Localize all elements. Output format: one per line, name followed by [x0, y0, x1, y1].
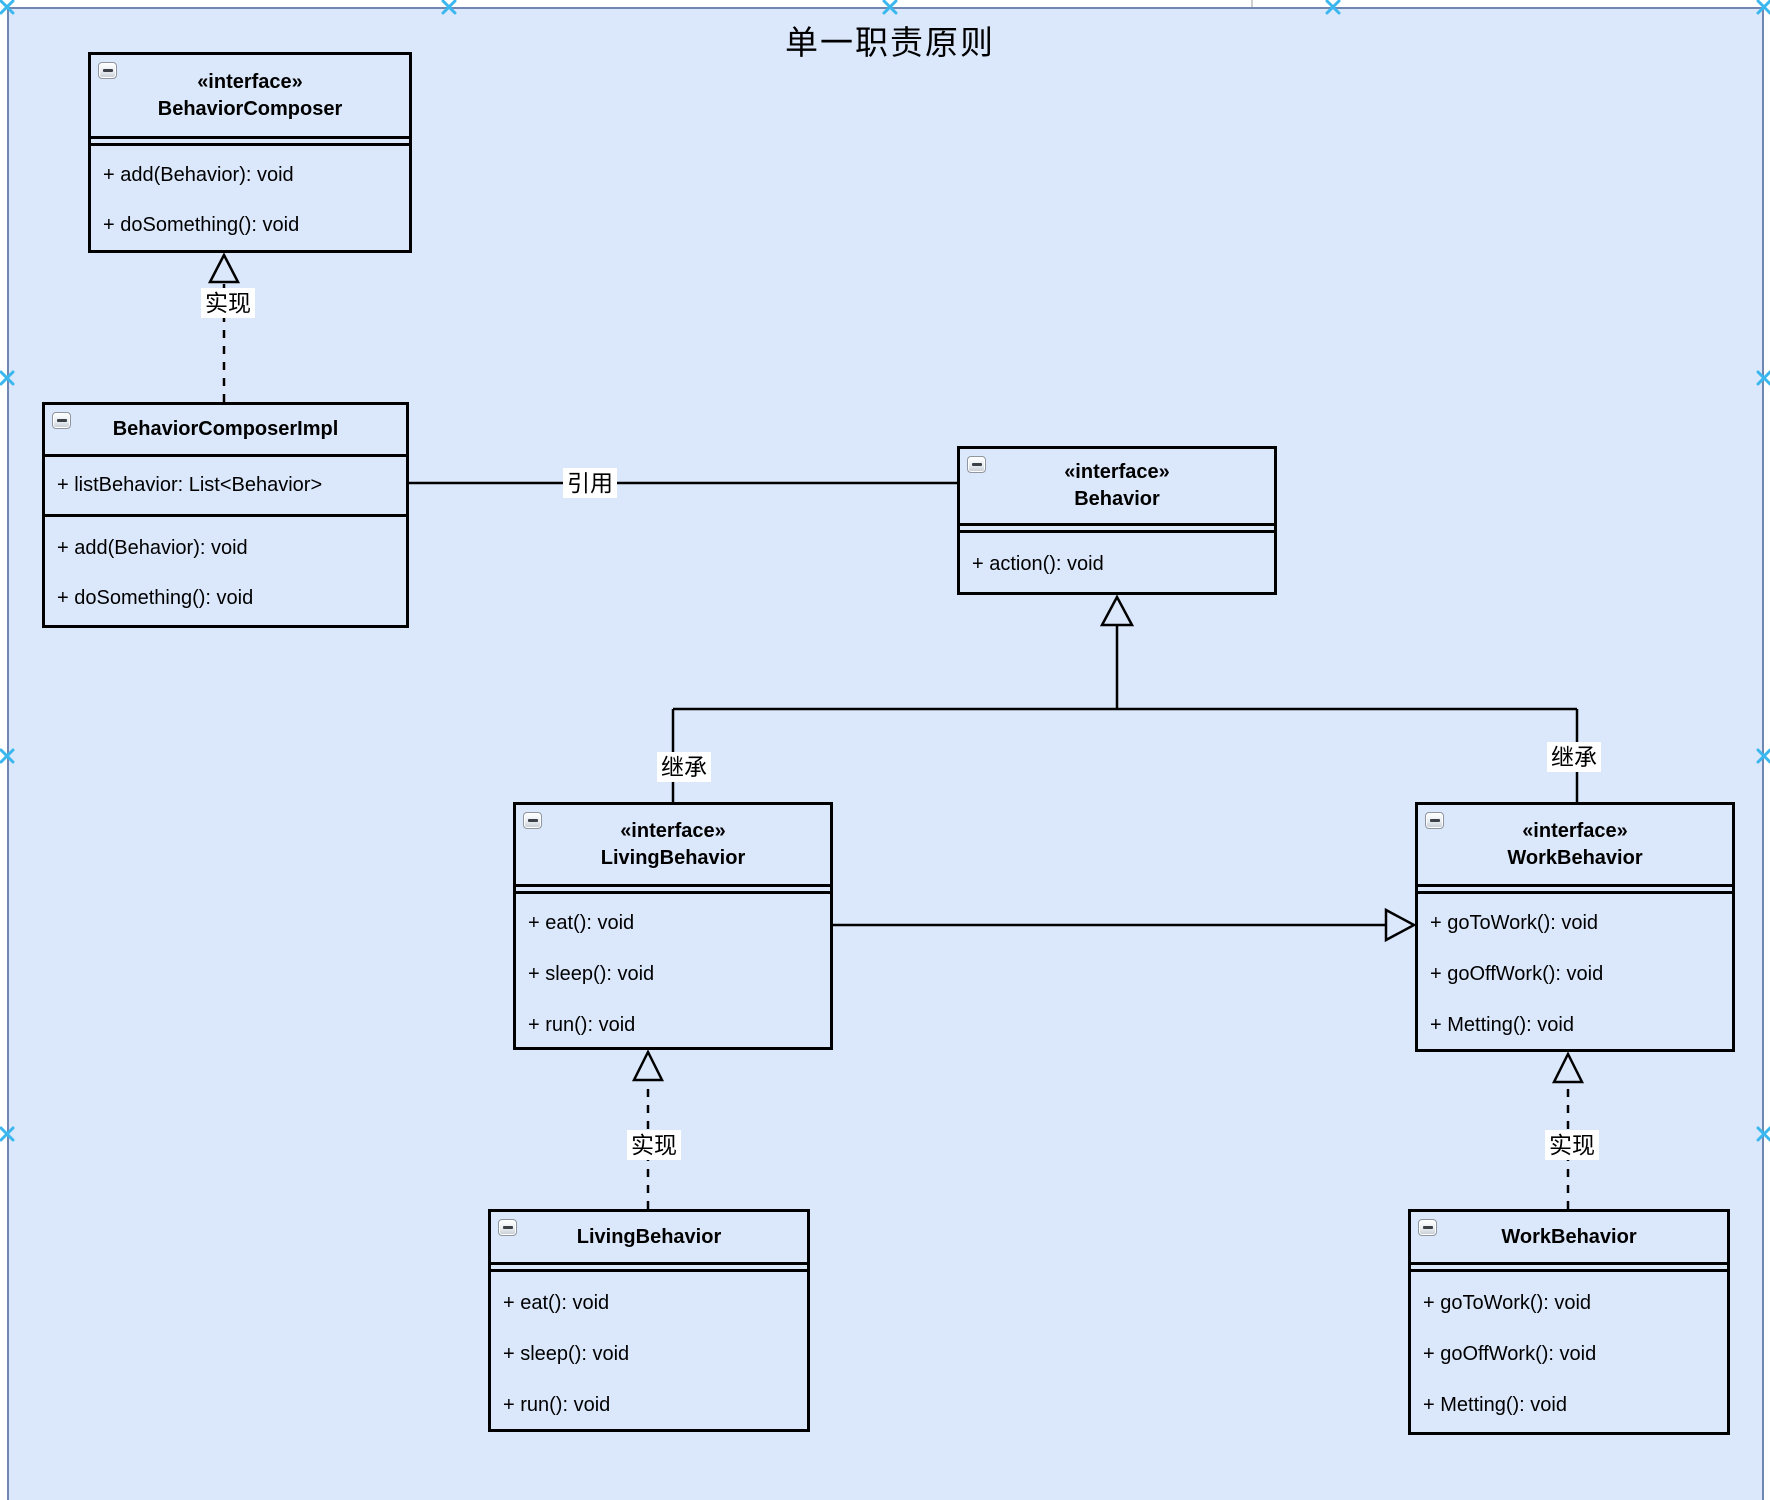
- stereotype-label: «interface»: [1064, 461, 1170, 483]
- empty-attributes-compartment: [960, 526, 1274, 533]
- stereotype-label: «interface»: [620, 819, 726, 842]
- empty-attributes-compartment: [1411, 1265, 1727, 1272]
- collapse-icon[interactable]: [98, 62, 117, 79]
- x-cross-icon: [1756, 370, 1770, 386]
- collapse-icon[interactable]: [1418, 1219, 1437, 1236]
- empty-attributes-compartment: [491, 1265, 807, 1272]
- class-box-work-behavior-interface[interactable]: «interface» WorkBehavior + goToWork(): v…: [1415, 802, 1735, 1052]
- edge-label-reference[interactable]: 引用: [563, 468, 617, 498]
- method-row: + goOffWork(): void: [1430, 963, 1604, 985]
- collapse-icon[interactable]: [523, 812, 542, 829]
- x-cross-icon: [1756, 0, 1770, 15]
- method-row: + add(Behavior): void: [57, 536, 248, 559]
- x-cross-icon: [882, 0, 898, 15]
- method-row: + goOffWork(): void: [1423, 1343, 1597, 1365]
- empty-attributes-compartment: [1418, 887, 1732, 894]
- class-name: BehaviorComposer: [157, 97, 343, 120]
- attribute-row: + listBehavior: List<Behavior>: [45, 457, 406, 517]
- minus-icon: [1429, 819, 1440, 822]
- method-row: + goToWork(): void: [1423, 1292, 1592, 1314]
- method-row: + eat(): void: [528, 912, 635, 934]
- minus-icon: [971, 463, 982, 466]
- class-box-behavior-composer-impl[interactable]: BehaviorComposerImpl + listBehavior: Lis…: [42, 402, 409, 628]
- method-row: + doSomething(): void: [103, 213, 300, 236]
- diagram-title: 单一职责原则: [785, 24, 995, 61]
- minus-icon: [1422, 1226, 1433, 1229]
- page-break-line: [1251, 0, 1253, 7]
- collapse-icon[interactable]: [52, 412, 71, 429]
- x-cross-icon: [0, 0, 15, 15]
- minus-icon: [502, 1226, 513, 1229]
- x-cross-icon: [1325, 0, 1341, 15]
- class-box-living-behavior-interface[interactable]: «interface» LivingBehavior + eat(): void…: [513, 802, 833, 1050]
- x-cross-icon: [0, 748, 15, 764]
- edge-label-realize-right[interactable]: 实现: [1545, 1130, 1599, 1160]
- minus-icon: [527, 819, 538, 822]
- edge-realize-living[interactable]: [631, 1049, 665, 1209]
- minus-icon: [56, 419, 67, 422]
- edge-label-realize-left[interactable]: 实现: [627, 1130, 681, 1160]
- class-box-work-behavior[interactable]: WorkBehavior + goToWork(): void + goOffW…: [1408, 1209, 1730, 1435]
- anchor-markers: [0, 0, 1770, 1142]
- method-row: + add(Behavior): void: [103, 163, 294, 186]
- method-row: + goToWork(): void: [1430, 912, 1599, 934]
- class-name: BehaviorComposerImpl: [112, 418, 339, 440]
- class-box-living-behavior[interactable]: LivingBehavior + eat(): void + sleep(): …: [488, 1209, 810, 1432]
- class-name: WorkBehavior: [1507, 846, 1643, 869]
- edge-label-inherit-right[interactable]: 继承: [1547, 742, 1601, 772]
- edge-inherit-behavior[interactable]: [671, 594, 1579, 802]
- method-row: + Metting(): void: [1430, 1014, 1574, 1036]
- x-cross-icon: [1756, 748, 1770, 764]
- method-row: + Metting(): void: [1423, 1394, 1567, 1416]
- edge-label-inherit-left[interactable]: 继承: [657, 752, 711, 782]
- method-row: + run(): void: [503, 1394, 611, 1416]
- method-row: + action(): void: [972, 552, 1104, 575]
- empty-attributes-compartment: [91, 139, 409, 146]
- method-row: + eat(): void: [503, 1292, 610, 1314]
- edge-realize-work[interactable]: [1551, 1051, 1585, 1209]
- method-row: + sleep(): void: [528, 963, 655, 985]
- stereotype-label: «interface»: [197, 70, 303, 93]
- class-name: LivingBehavior: [600, 846, 746, 869]
- x-cross-icon: [0, 370, 15, 386]
- class-box-behavior-interface[interactable]: «interface» Behavior + action(): void: [957, 446, 1277, 595]
- x-cross-icon: [0, 1126, 15, 1142]
- edge-realize-composer[interactable]: [207, 252, 241, 402]
- method-row: + run(): void: [528, 1014, 636, 1036]
- collapse-icon[interactable]: [1425, 812, 1444, 829]
- class-name: WorkBehavior: [1501, 1225, 1637, 1248]
- x-cross-icon: [1756, 1126, 1770, 1142]
- minus-icon: [102, 69, 113, 72]
- method-row: + sleep(): void: [503, 1343, 630, 1365]
- class-name: Behavior: [1074, 488, 1160, 510]
- class-name: LivingBehavior: [576, 1225, 722, 1248]
- empty-attributes-compartment: [516, 887, 830, 894]
- x-cross-icon: [441, 0, 457, 15]
- stereotype-label: «interface»: [1522, 819, 1628, 842]
- edge-label-realize-top[interactable]: 实现: [201, 288, 255, 318]
- collapse-icon[interactable]: [498, 1219, 517, 1236]
- method-row: + doSomething(): void: [57, 586, 254, 609]
- class-box-behavior-composer-interface[interactable]: «interface» BehaviorComposer + add(Behav…: [88, 52, 412, 253]
- collapse-icon[interactable]: [967, 456, 986, 473]
- edge-extend-workbehavior[interactable]: [833, 907, 1417, 943]
